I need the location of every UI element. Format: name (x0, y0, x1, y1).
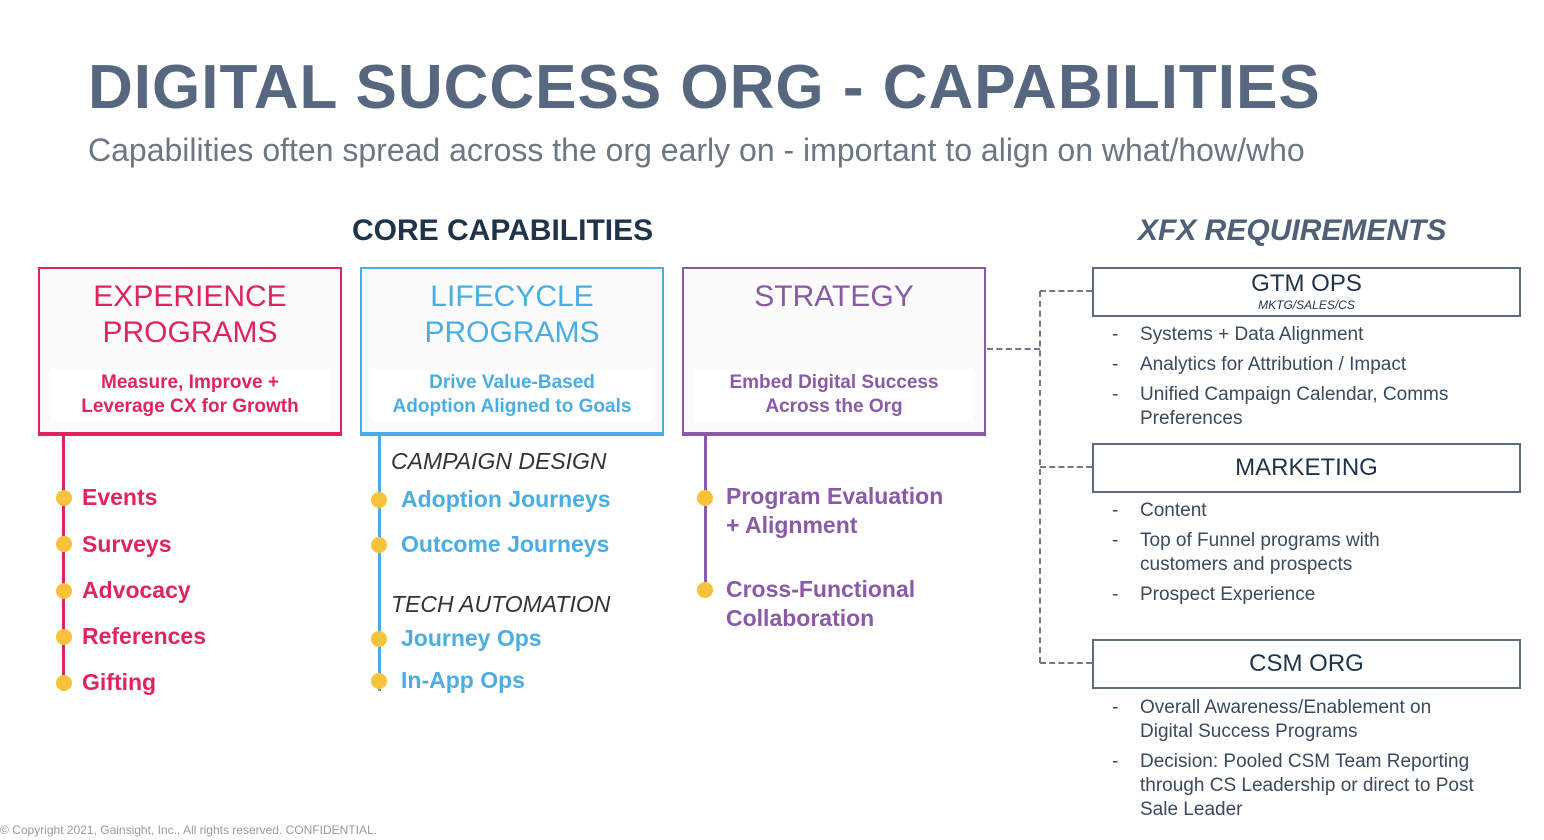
csm-org-box: CSM ORG (1092, 639, 1521, 689)
bullet-text: Systems + Data Alignment (1140, 324, 1364, 345)
dash: - (1112, 324, 1119, 345)
bullet-dot-icon (56, 536, 72, 552)
bullet-item: -Top of Funnel programs with customers a… (1112, 529, 1452, 577)
bullet-dot-icon (56, 629, 72, 645)
box-title: STRATEGY (754, 280, 914, 313)
list-item: Advocacy (82, 577, 191, 603)
box-subtitle: Adoption Aligned to Goals (392, 396, 632, 417)
dash: - (1112, 697, 1119, 718)
dash: - (1112, 384, 1119, 405)
list-item: Gifting (82, 669, 157, 695)
bullet-item: -Content (1112, 499, 1512, 523)
box-title: PROGRAMS (102, 316, 278, 349)
category-label: CAMPAIGN DESIGN (391, 448, 607, 474)
connector-line (1039, 291, 1041, 663)
connector-line (1040, 662, 1092, 664)
bullet-dot-icon (56, 490, 72, 506)
box-title: MARKETING (1235, 454, 1378, 481)
box-title: PROGRAMS (424, 316, 600, 349)
bullet-text: Decision: Pooled CSM Team Reporting thro… (1140, 751, 1474, 820)
timeline-line (378, 433, 381, 691)
timeline-line (62, 433, 65, 691)
dash: - (1112, 500, 1119, 521)
item-line: + Alignment (726, 512, 858, 538)
page-subtitle: Capabilities often spread across the org… (88, 132, 1305, 168)
bullet-item: -Systems + Data Alignment (1112, 323, 1512, 347)
box-title: EXPERIENCE (93, 280, 287, 313)
bullet-dot-icon (56, 583, 72, 599)
connector-line (1040, 290, 1092, 292)
page-title: DIGITAL SUCCESS ORG - CAPABILITIES (88, 53, 1321, 122)
bullet-dot-icon (697, 582, 713, 598)
connector-line (987, 348, 1040, 350)
item-line: Program Evaluation (726, 483, 944, 509)
list-item: Events (82, 484, 158, 510)
gtm-ops-box: GTM OPS MKTG/SALES/CS (1092, 267, 1521, 317)
item-line: Collaboration (726, 605, 875, 631)
bullet-text: Top of Funnel programs with customers an… (1140, 530, 1380, 575)
list-item: Adoption Journeys (401, 486, 611, 512)
list-item: References (82, 623, 207, 649)
bullet-dot-icon (371, 492, 387, 508)
dash: - (1112, 751, 1119, 772)
marketing-box: MARKETING (1092, 443, 1521, 493)
dash: - (1112, 354, 1119, 375)
timeline-line (704, 433, 707, 593)
box-title: GTM OPS (1251, 270, 1362, 297)
bullet-text: Content (1140, 500, 1207, 521)
list-item: Program Evaluation + Alignment (726, 482, 943, 540)
bullet-item: -Unified Campaign Calendar, Comms Prefer… (1112, 383, 1507, 431)
box-subtitle: Measure, Improve + (101, 372, 279, 393)
bullet-text: Overall Awareness/Enablement on Digital … (1140, 697, 1432, 742)
copyright-footer: © Copyright 2021, Gainsight, Inc., All r… (0, 823, 377, 837)
list-item: Outcome Journeys (401, 531, 610, 557)
list-item: In-App Ops (401, 667, 525, 693)
connector-line (1040, 466, 1092, 468)
box-subtitle: MKTG/SALES/CS (1258, 298, 1355, 312)
box-subtitle: Embed Digital Success (729, 372, 939, 393)
core-capabilities-heading: CORE CAPABILITIES (352, 214, 654, 247)
bullet-item: -Prospect Experience (1112, 583, 1512, 607)
item-line: Cross-Functional (726, 576, 916, 602)
bullet-dot-icon (371, 631, 387, 647)
bullet-text: Prospect Experience (1140, 584, 1316, 605)
box-subtitle: Drive Value-Based (429, 372, 595, 393)
xfx-requirements-heading: XFX REQUIREMENTS (1138, 214, 1447, 247)
category-label: TECH AUTOMATION (391, 591, 611, 617)
dash: - (1112, 584, 1119, 605)
list-item: Surveys (82, 531, 172, 557)
bullet-item: -Decision: Pooled CSM Team Reporting thr… (1112, 750, 1507, 822)
bullet-dot-icon (371, 673, 387, 689)
list-item: Journey Ops (401, 625, 542, 651)
box-subtitle: Across the Org (765, 396, 903, 417)
bullet-dot-icon (697, 490, 713, 506)
bullet-text: Analytics for Attribution / Impact (1140, 354, 1407, 375)
bullet-item: -Analytics for Attribution / Impact (1112, 353, 1512, 377)
box-title: CSM ORG (1249, 650, 1364, 677)
bullet-dot-icon (371, 537, 387, 553)
dash: - (1112, 530, 1119, 551)
box-subtitle: Leverage CX for Growth (81, 396, 299, 417)
bullet-dot-icon (56, 675, 72, 691)
box-title: LIFECYCLE (430, 280, 594, 313)
bullet-text: Unified Campaign Calendar, Comms Prefere… (1140, 384, 1449, 429)
bullet-item: -Overall Awareness/Enablement on Digital… (1112, 696, 1487, 744)
